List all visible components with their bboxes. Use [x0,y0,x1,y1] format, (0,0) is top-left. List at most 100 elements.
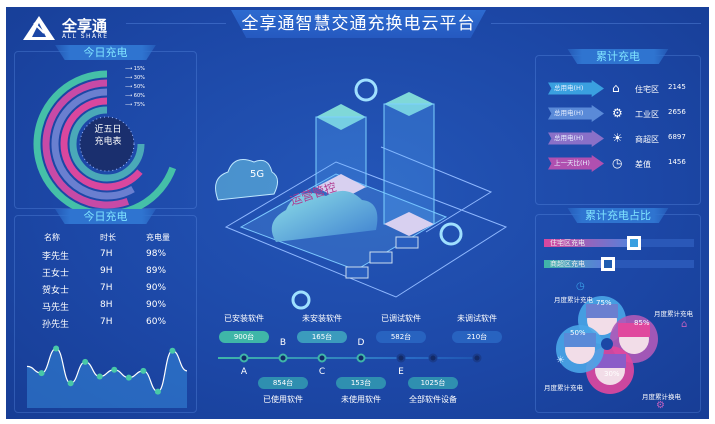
connector-line [380,146,493,233]
ratio-bar-fill: 商超区充电 [544,260,601,268]
panel-title: 今日充电 [55,209,156,224]
cell-name: 王女士 [42,269,70,279]
ring-center-line2: 充电表 [94,137,122,147]
petal-value: 50% [570,329,586,337]
timeline-node[interactable] [356,353,366,363]
cell-amount: 90% [146,300,167,310]
divider [491,23,701,24]
timeline-top-value: 900台 [219,331,269,343]
data-point [125,374,132,381]
divider [126,23,226,24]
region-label: 差值 [635,160,651,169]
timeline-node[interactable] [278,353,288,363]
timeline-top-value: 165台 [297,331,347,343]
data-point [67,380,74,387]
line-chart [27,345,187,408]
cell-amount: 60% [146,317,167,327]
timeline-top-label: 已安装软件 [224,314,264,323]
ratio-bar: 住宅区充电 [544,236,694,250]
device-tiles [345,236,419,279]
slider-handle[interactable] [626,236,641,250]
region-value: 1456 [668,158,686,166]
petal-label: 月度累计充电 [554,296,593,304]
timeline-bottom-label: 全部软件设备 [409,395,457,404]
ring-arc [69,106,145,182]
cell-duration: 7H [100,317,113,327]
cell-amount: 98% [146,249,167,259]
ring-marker [439,222,463,246]
ratio-bar-fill: 住宅区充电 [544,239,627,247]
timeline-top-value: 210台 [452,331,502,343]
bulb-icon: ☀ [612,131,623,145]
cell-amount: 90% [146,283,167,293]
timeline-bottom-label: 未使用软件 [341,395,381,404]
region-label: 商超区 [635,135,659,144]
timeline-top-label: 已调试软件 [381,314,421,323]
ring-legend-item: ⟶ 50% [125,84,145,90]
cell-name: 马先生 [42,303,70,313]
timeline-node[interactable] [239,353,249,363]
server-left [315,104,367,200]
timeline-top-value: 582台 [376,331,426,343]
data-point [169,347,176,354]
data-point [82,358,89,365]
timeline-letter: B [279,338,287,348]
timeline-letter: A [240,367,248,377]
timeline-bottom-value: 854台 [258,377,308,389]
slider-handle[interactable] [601,257,615,271]
ring-legend-item: ⟶ 60% [125,93,145,99]
house-icon: ⌂ [681,319,688,330]
area-fill [27,348,187,408]
timeline-bottom-value: 153台 [336,377,386,389]
cell-name: 孙先生 [42,320,70,330]
timeline-bottom-value: 1025台 [408,377,458,389]
ring-legend: ⟶ 15% ⟶ 30% ⟶ 50% ⟶ 60% ⟶ 75% [125,65,145,110]
ring-center-label: 近五日 充电表 [82,124,134,148]
ring-center-line1: 近五日 [94,125,122,135]
ratio-bar: 商超区充电 [544,257,694,271]
platform-outline [224,161,508,298]
region-value: 2145 [668,83,686,91]
clock-icon: ◷ [576,281,585,292]
region-label: 工业区 [635,110,659,119]
cell-duration: 7H [100,249,113,259]
ring-arc [60,97,143,191]
timeline-node[interactable] [396,353,406,363]
panel-title: 累计充电占比 [567,208,669,223]
logo: 全享通 ALL SHARE [22,15,107,45]
petal-value: 85% [634,319,650,327]
5g-badge: 5G [250,169,265,180]
server-right [383,92,435,236]
timeline-letter: D [357,338,365,348]
timeline-line [218,357,478,359]
ring-center [79,116,135,172]
timeline-node[interactable] [317,353,327,363]
petal-label: 月度累计充电 [654,310,693,318]
ratio-flower-chart [556,296,658,394]
logo-sub: ALL SHARE [62,33,109,40]
col-duration: 时长 [100,233,116,242]
data-point [96,373,103,380]
cell-duration: 7H [100,283,113,293]
arrow-tag: 总用电(H) [548,105,604,122]
cell-name: 贺女士 [42,286,70,296]
timeline-letter: C [318,367,326,377]
region-value: 6897 [668,133,686,141]
5g-cloud-icon [215,159,278,201]
petal-value: 75% [596,299,612,307]
panel-title: 今日充电 [55,45,156,60]
timeline-letter: E [398,367,404,377]
clock-icon: ◷ [612,156,623,170]
col-name: 名称 [44,233,60,242]
timeline-node[interactable] [472,353,482,363]
ring-arc [42,79,130,209]
region-value: 2656 [668,108,686,116]
cell-name: 李先生 [42,252,70,262]
logo-name: 全享通 [62,17,108,35]
dashboard-screen: 全享通 ALL SHARE 全享通智慧交通充换电云平台 今日充电 近五日 充电表… [6,7,709,419]
timeline-node[interactable] [428,353,438,363]
page-title: 全享通智慧交通充换电云平台 [231,10,486,38]
data-point [154,388,161,395]
data-point [53,345,60,352]
